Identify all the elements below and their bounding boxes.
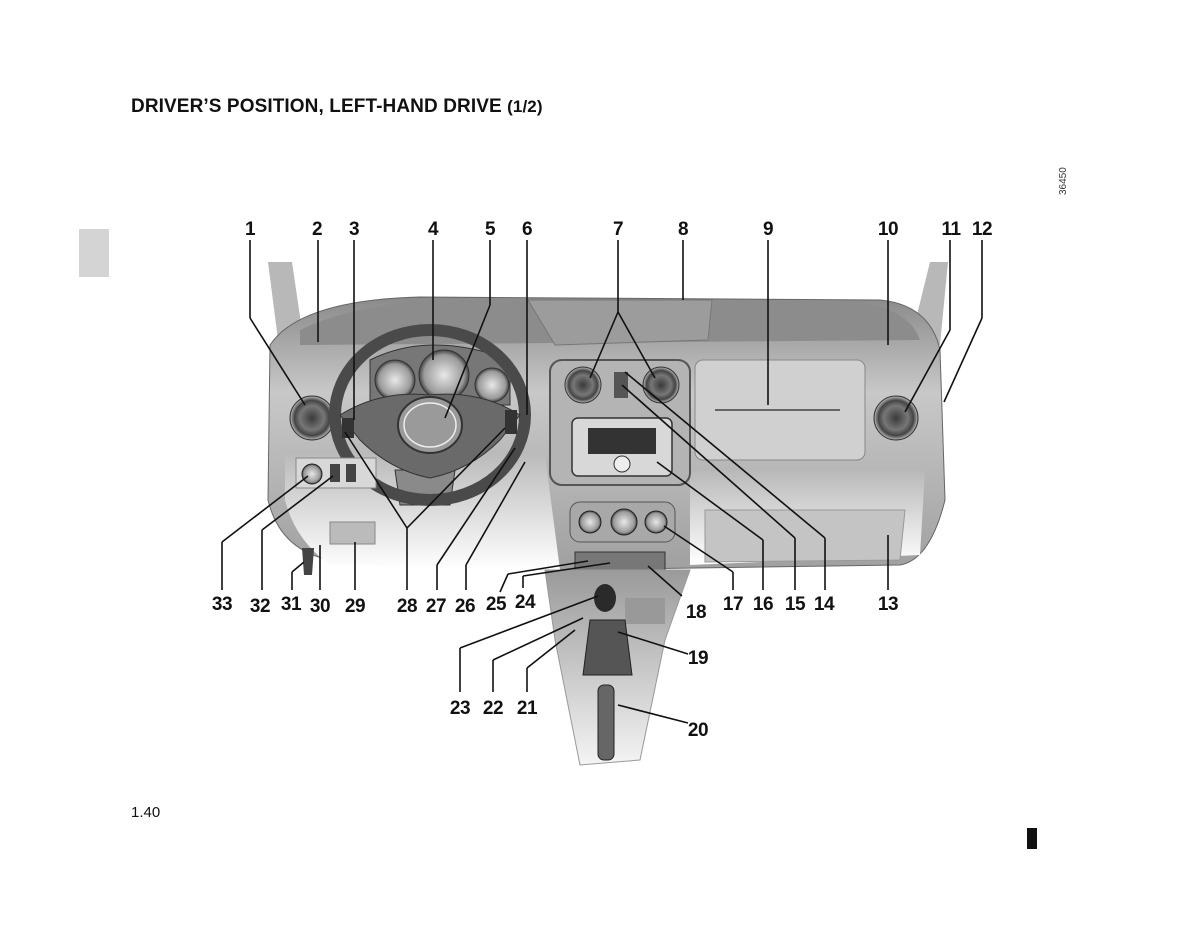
section-tab	[79, 229, 109, 277]
callout-4: 4	[428, 219, 439, 240]
page-title-text: DRIVER’S POSITION, LEFT-HAND DRIVE	[131, 96, 502, 117]
light-dial	[301, 463, 323, 485]
lower-storage	[704, 509, 906, 563]
callout-31: 31	[281, 594, 302, 615]
center-left-vent	[564, 366, 602, 404]
page-title-part: (1/2)	[507, 97, 543, 116]
callout-2: 2	[312, 219, 322, 240]
page-title: DRIVER’S POSITION, LEFT-HAND DRIVE (1/2)	[131, 96, 543, 118]
callout-17: 17	[723, 594, 743, 615]
callout-19: 19	[688, 648, 708, 669]
callout-21: 21	[517, 698, 538, 719]
radio-knob	[613, 455, 631, 473]
callout-22: 22	[483, 698, 503, 719]
callout-3: 3	[349, 219, 359, 240]
callout-28: 28	[397, 596, 417, 617]
callout-29: 29	[345, 596, 365, 617]
callout-26: 26	[455, 596, 475, 617]
callout-30: 30	[310, 596, 330, 617]
callout-9: 9	[763, 219, 773, 240]
callout-12: 12	[972, 219, 992, 240]
horn-pad	[403, 402, 457, 448]
heating-dial-right	[644, 510, 668, 534]
gear-boot	[582, 619, 633, 676]
callout-23: 23	[450, 698, 470, 719]
bonnet-release	[302, 548, 314, 575]
callout-5: 5	[485, 219, 496, 240]
left-pillar	[268, 262, 302, 340]
callout-25: 25	[486, 594, 507, 615]
callout-8: 8	[678, 219, 688, 240]
callout-32: 32	[250, 596, 270, 617]
callout-10: 10	[878, 219, 898, 240]
callout-33: 33	[212, 594, 232, 615]
callout-1: 1	[245, 219, 256, 240]
callout-20: 20	[688, 720, 708, 741]
storage-tray	[625, 598, 665, 624]
steering-wheel-hub	[397, 396, 463, 454]
radio-display	[588, 428, 656, 454]
callout-13: 13	[878, 594, 898, 615]
callout-18: 18	[686, 602, 706, 623]
callout-16: 16	[753, 594, 773, 615]
heating-dial-center	[610, 508, 638, 536]
top-storage-hood	[527, 299, 713, 346]
wiper-stalk	[505, 410, 517, 434]
right-air-vent	[873, 395, 919, 441]
callout-7: 7	[613, 219, 623, 240]
callout-14: 14	[814, 594, 835, 615]
callout-24: 24	[515, 592, 536, 613]
callout-11: 11	[941, 219, 961, 240]
heating-dial-left	[578, 510, 602, 534]
callout-15: 15	[785, 594, 806, 615]
center-right-vent	[642, 366, 680, 404]
gear-knob	[594, 584, 616, 612]
lighting-stalk	[342, 418, 354, 438]
fuse-box-cover	[329, 521, 376, 545]
hazard-switch	[614, 372, 628, 398]
page-number: 1.40	[131, 804, 161, 821]
callout-6: 6	[522, 219, 532, 240]
fuel-gauge	[474, 367, 510, 403]
switch-1	[330, 464, 340, 482]
steering-wheel-rim	[329, 324, 531, 506]
handbrake	[597, 684, 615, 761]
callout-numbers: 1 2 3 4 5 6 7 8 9 10 11 12 13 14 15 16 1…	[212, 219, 993, 741]
margin-mark	[1027, 828, 1037, 849]
switch-2	[346, 464, 356, 482]
left-air-vent	[289, 395, 335, 441]
callout-27: 27	[426, 596, 446, 617]
switch-panel	[574, 551, 666, 571]
leader-lines	[221, 240, 983, 724]
